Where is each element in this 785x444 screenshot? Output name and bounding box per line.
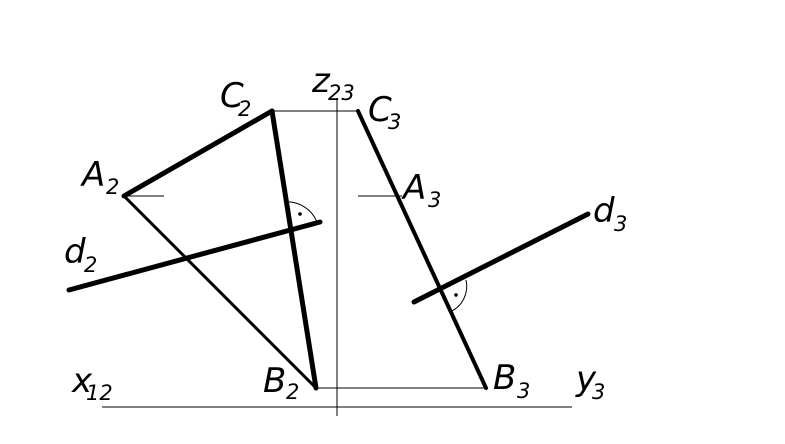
label-B3: B 3 [493,358,530,403]
label-y3-main: y [575,359,597,399]
label-A2: A 2 [80,155,119,199]
segment-C3-B3 [356,109,488,390]
label-B2: B 2 [263,361,299,404]
label-A3: A 3 [401,168,441,212]
label-z23-main: z [311,61,331,101]
segment-A2-C2 [121,108,275,199]
label-x12-main: x [71,361,93,401]
label-x12: x 12 [71,361,113,405]
label-A3-sub: 3 [428,188,441,212]
label-d3-main: d [593,191,615,231]
label-A2-main: A [80,155,105,195]
label-z23: z 23 [311,61,355,105]
label-C2-sub: 2 [238,97,251,121]
label-A3-main: A [401,168,426,208]
label-y3-sub: 3 [592,380,605,404]
label-C3-sub: 3 [388,110,401,134]
label-C2: C 2 [220,76,251,121]
line-d2 [66,219,323,293]
segment-A2-B2 [122,194,318,390]
right-angle-dot-front-view [298,212,302,216]
label-C3-main: C [368,90,392,130]
label-d2-sub: 2 [84,253,97,277]
label-A2-sub: 2 [106,175,119,199]
segment-C2-B2 [269,108,319,391]
label-y3: y 3 [575,359,605,404]
label-B2-sub: 2 [286,380,299,404]
label-d2: d 2 [64,232,97,277]
label-B3-main: B [493,358,516,398]
label-z23-sub: 23 [328,81,355,105]
label-B2-main: B [263,361,286,401]
label-d3: d 3 [593,191,627,236]
label-C3: C 3 [368,90,401,134]
label-d2-main: d [64,232,86,272]
label-B3-sub: 3 [517,379,530,403]
line-d3 [411,211,591,305]
right-angle-mark-front-view [284,201,318,223]
right-angle-dot-side-view [454,293,458,297]
label-C2-main: C [220,76,244,116]
right-angle-mark-side-view [449,279,468,313]
label-d3-sub: 3 [614,212,627,236]
label-x12-sub: 12 [86,381,113,405]
